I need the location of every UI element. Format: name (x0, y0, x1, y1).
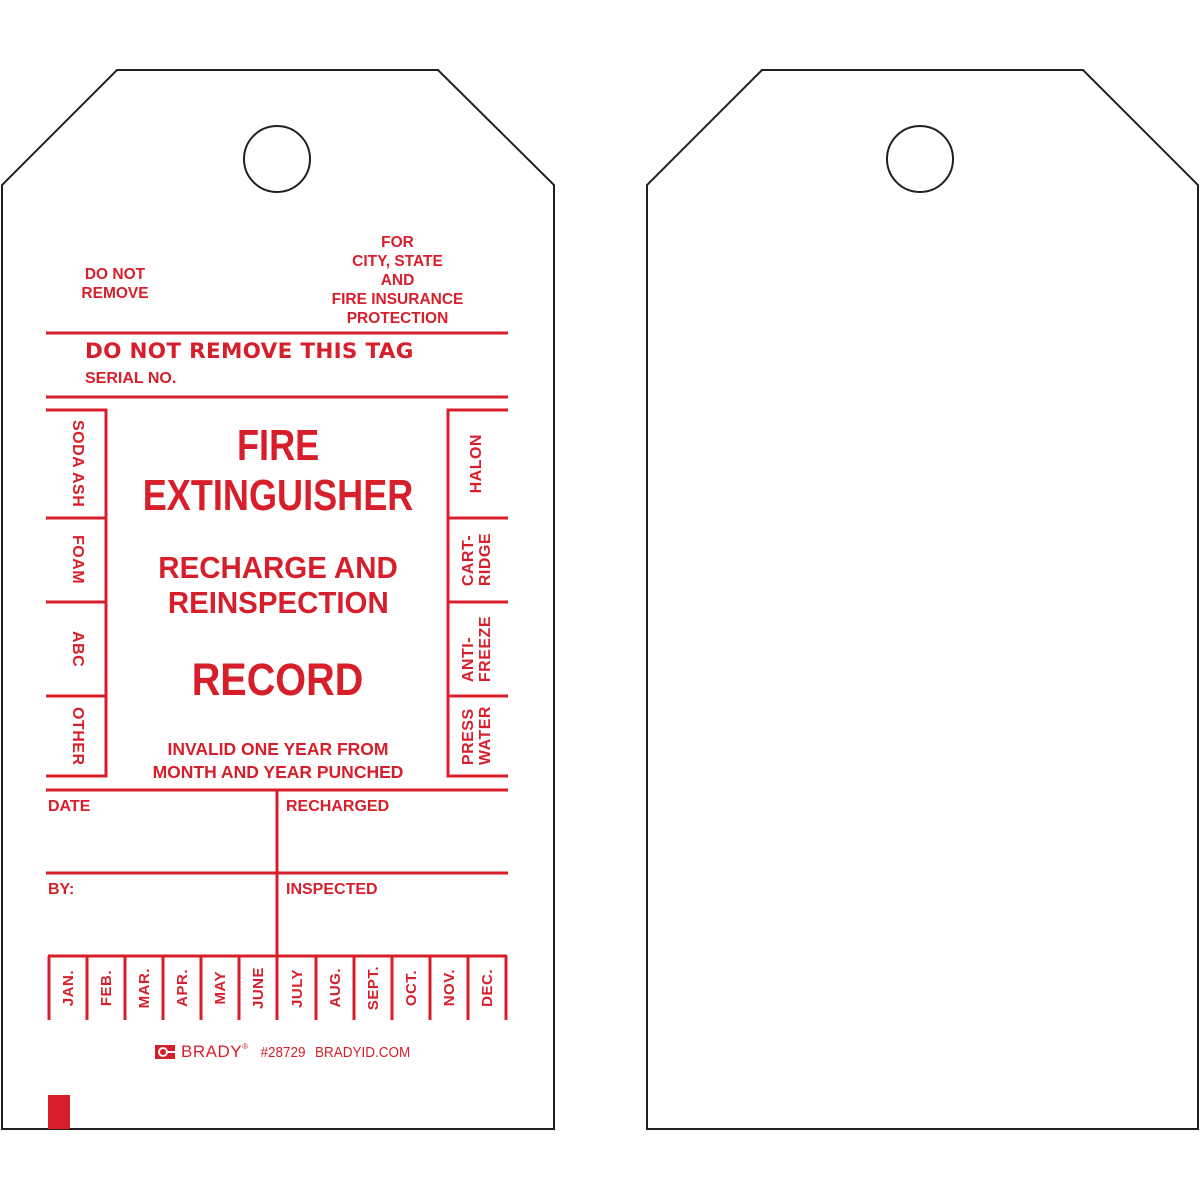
inspected-field-label: INSPECTED (286, 881, 378, 898)
type-antifreeze[interactable]: ANTI-FREEZE (459, 615, 494, 683)
back-tag-outline (646, 69, 1199, 1130)
front-tag-outline (1, 69, 555, 1130)
manufacturer-footer: BRADY® #28729 BRADYID.COM (155, 1042, 420, 1061)
title-extinguisher: EXTINGUISHER (142, 471, 414, 520)
front-tag-hole (243, 125, 311, 193)
title-record: RECORD (192, 654, 364, 705)
month-aug[interactable]: AUG. (326, 968, 344, 1008)
date-field-label: DATE (48, 798, 91, 815)
month-june[interactable]: JUNE (249, 966, 267, 1009)
serial-number-label: SERIAL NO. (85, 370, 177, 387)
subtitle-recharge: RECHARGE AND (158, 550, 398, 585)
back-tag (648, 186, 1197, 1128)
part-number: #28729 (260, 1043, 307, 1061)
brand-name: BRADY® (181, 1042, 249, 1061)
date-field[interactable] (48, 792, 275, 871)
month-sept[interactable]: SEPT. (364, 965, 382, 1011)
recharged-field-label: RECHARGED (286, 798, 390, 815)
recharged-field[interactable] (279, 792, 507, 871)
validity-note: INVALID ONE YEAR FROM MONTH AND YEAR PUN… (152, 739, 404, 782)
by-field[interactable] (48, 875, 275, 954)
month-jan[interactable]: JAN. (59, 969, 77, 1007)
type-abc[interactable]: ABC (68, 630, 86, 668)
month-dec[interactable]: DEC. (478, 969, 496, 1007)
type-cartridge[interactable]: CART-RIDGE (459, 533, 494, 587)
type-other[interactable]: OTHER (68, 706, 86, 766)
month-nov[interactable]: NOV. (440, 969, 458, 1007)
month-july[interactable]: JULY (288, 968, 306, 1008)
subtitle-reinspection: REINSPECTION (167, 585, 389, 620)
type-soda-ash[interactable]: SODA ASH (68, 420, 86, 508)
by-field-label: BY: (48, 881, 75, 898)
do-not-remove-banner: DO NOT REMOVE THIS TAG (85, 339, 414, 364)
website: BRADYID.COM (314, 1043, 410, 1061)
month-feb[interactable]: FEB. (97, 969, 115, 1007)
type-foam[interactable]: FOAM (68, 535, 86, 585)
month-may[interactable]: MAY (211, 971, 229, 1005)
month-mar[interactable]: MAR. (135, 967, 153, 1009)
type-halon[interactable]: HALON (468, 434, 486, 494)
inspected-field[interactable] (279, 875, 507, 954)
month-apr[interactable]: APR. (173, 969, 191, 1007)
jurisdiction-notice: FOR CITY, STATE AND FIRE INSURANCE PROTE… (331, 234, 464, 327)
month-oct[interactable]: OCT. (402, 969, 420, 1007)
back-tag-hole (886, 125, 954, 193)
brady-logo-icon (155, 1045, 175, 1059)
do-not-remove-notice: DO NOT REMOVE (81, 266, 149, 302)
title-fire: FIRE (236, 421, 320, 470)
punch-marker (48, 1095, 70, 1129)
